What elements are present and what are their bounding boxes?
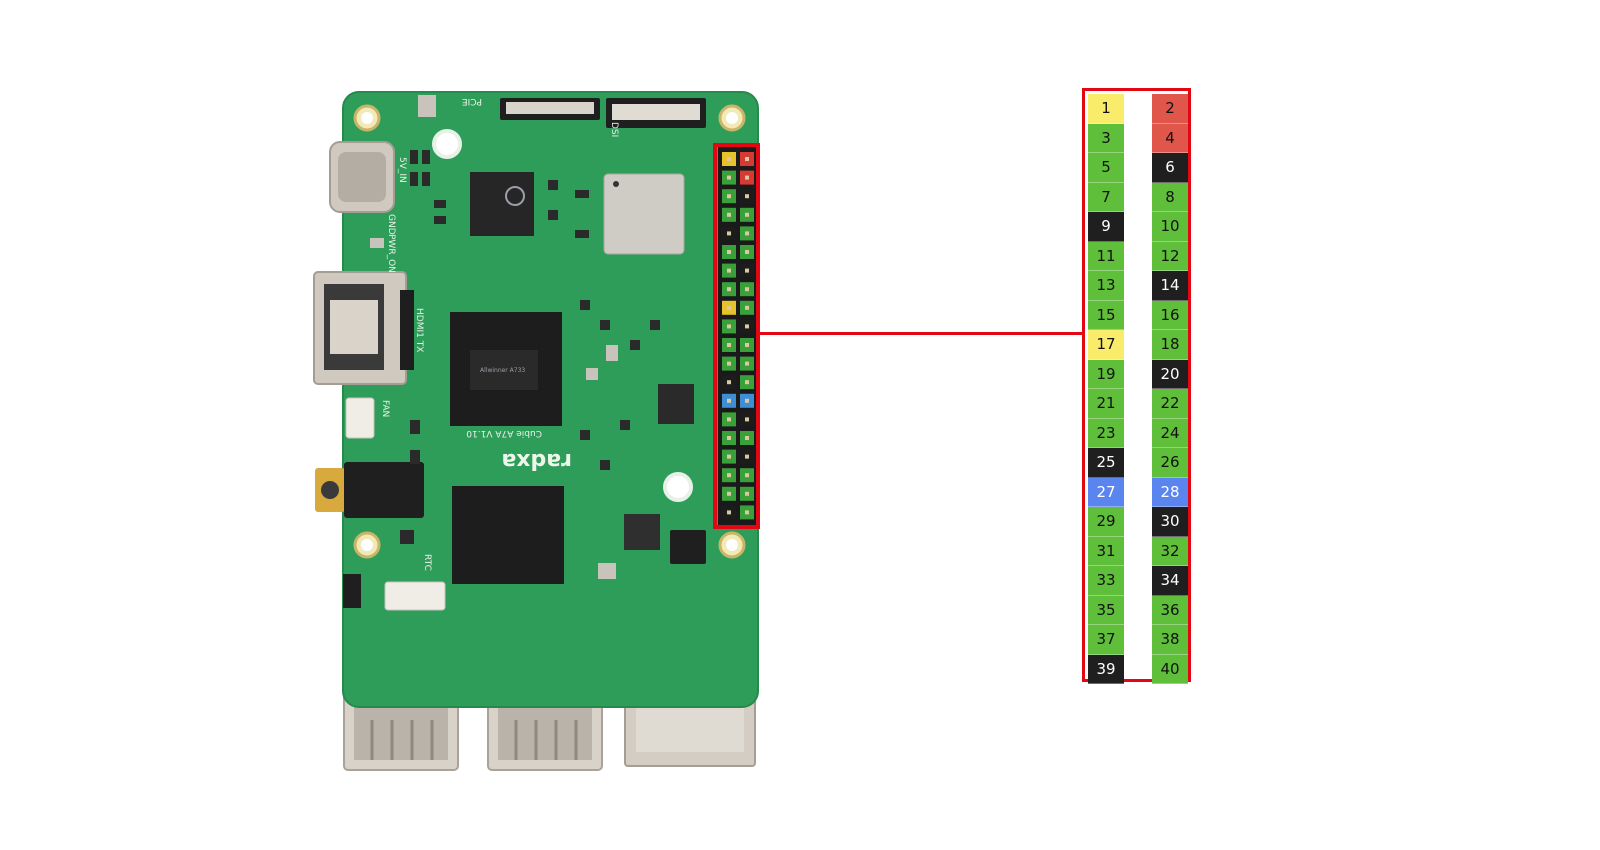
silk-gnd: GND — [386, 214, 396, 235]
brand-logo: radxa — [502, 448, 572, 473]
silk-pwr-on: PWR_ON — [386, 234, 396, 273]
model-label: Cubie A7A V1.10 — [466, 428, 542, 438]
memory-chip — [452, 486, 564, 584]
pin-cell-38: 38 — [1152, 625, 1188, 655]
pin-cell-27: 27 — [1088, 477, 1124, 507]
pin-cell-15: 15 — [1088, 300, 1124, 330]
pin-cell-26: 26 — [1152, 448, 1188, 478]
pin-cell-4: 4 — [1152, 123, 1188, 153]
pin-cell-22: 22 — [1152, 389, 1188, 419]
pin-cell-33: 33 — [1088, 566, 1124, 596]
pin-cell-5: 5 — [1088, 153, 1124, 183]
pin-cell-18: 18 — [1152, 330, 1188, 360]
pin-cell-1: 1 — [1088, 94, 1124, 124]
pin-cell-23: 23 — [1088, 418, 1124, 448]
pin-cell-30: 30 — [1152, 507, 1188, 537]
pin-cell-25: 25 — [1088, 448, 1124, 478]
pin-cell-16: 16 — [1152, 300, 1188, 330]
soc-chip: Allwinner A733 — [450, 312, 562, 426]
header-highlight-box — [713, 143, 760, 529]
pin-cell-31: 31 — [1088, 536, 1124, 566]
pin-cell-6: 6 — [1152, 153, 1188, 183]
silk-dsi: DSI — [609, 122, 619, 137]
pin-cell-11: 11 — [1088, 241, 1124, 271]
pin-cell-9: 9 — [1088, 212, 1124, 242]
silk-hdmi: HDMI1 TX — [414, 308, 424, 352]
pin-cell-24: 24 — [1152, 418, 1188, 448]
gpio-header — [718, 146, 758, 526]
audio-jack — [315, 462, 424, 518]
chip-top — [470, 172, 534, 236]
pin-cell-29: 29 — [1088, 507, 1124, 537]
silk-rtc: RTC — [422, 554, 432, 571]
pin-cell-37: 37 — [1088, 625, 1124, 655]
pin-cell-32: 32 — [1152, 536, 1188, 566]
pin-cell-12: 12 — [1152, 241, 1188, 271]
pin-cell-36: 36 — [1152, 595, 1188, 625]
silk-pcie: PCIE — [462, 96, 482, 106]
pin-cell-8: 8 — [1152, 182, 1188, 212]
pin-cell-28: 28 — [1152, 477, 1188, 507]
connector-line — [758, 332, 1084, 335]
pin-cell-17: 17 — [1088, 330, 1124, 360]
pin-cell-34: 34 — [1152, 566, 1188, 596]
pin-cell-35: 35 — [1088, 595, 1124, 625]
hdmi-port — [313, 271, 414, 385]
pin-cell-21: 21 — [1088, 389, 1124, 419]
silk-fan: FAN — [380, 400, 390, 417]
soc-label: Allwinner A733 — [480, 367, 525, 374]
wifi-module — [603, 173, 685, 255]
pin-cell-14: 14 — [1152, 271, 1188, 301]
usb-c-port — [329, 141, 395, 213]
pin-cell-20: 20 — [1152, 359, 1188, 389]
pin-cell-7: 7 — [1088, 182, 1124, 212]
pin-cell-19: 19 — [1088, 359, 1124, 389]
pin-cell-13: 13 — [1088, 271, 1124, 301]
pin-cell-40: 40 — [1152, 654, 1188, 684]
pin-cell-10: 10 — [1152, 212, 1188, 242]
pin-cell-39: 39 — [1088, 654, 1124, 684]
pin-cell-3: 3 — [1088, 123, 1124, 153]
pin-cell-2: 2 — [1152, 94, 1188, 124]
silk-power-in: 5V_IN — [397, 157, 407, 183]
